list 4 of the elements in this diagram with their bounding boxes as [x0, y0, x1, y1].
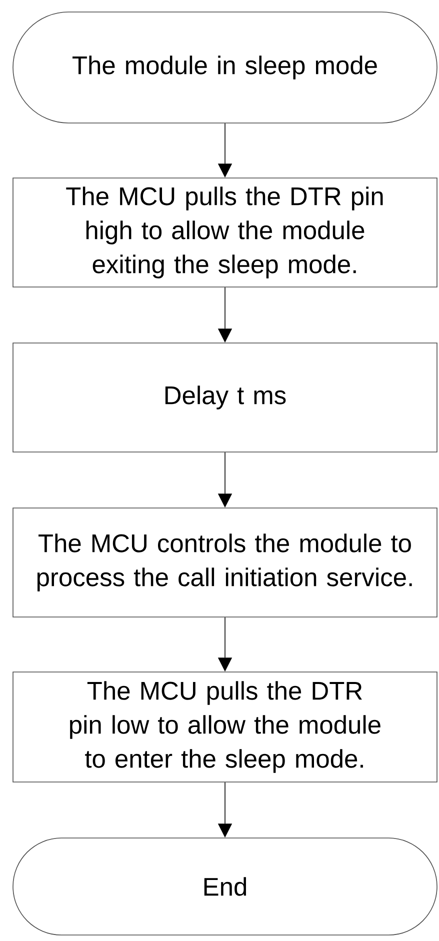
process-box: The MCU pulls the DTR pin low to allow the module to enter the sleep mode. [12, 672, 438, 782]
process-box: Delay t ms [12, 342, 438, 452]
process-box: The MCU controls the module to process the call initiation service. [12, 508, 438, 618]
process-box: The MCU pulls the DTR pin high to allow the module exiting the sleep mode. [12, 178, 438, 288]
